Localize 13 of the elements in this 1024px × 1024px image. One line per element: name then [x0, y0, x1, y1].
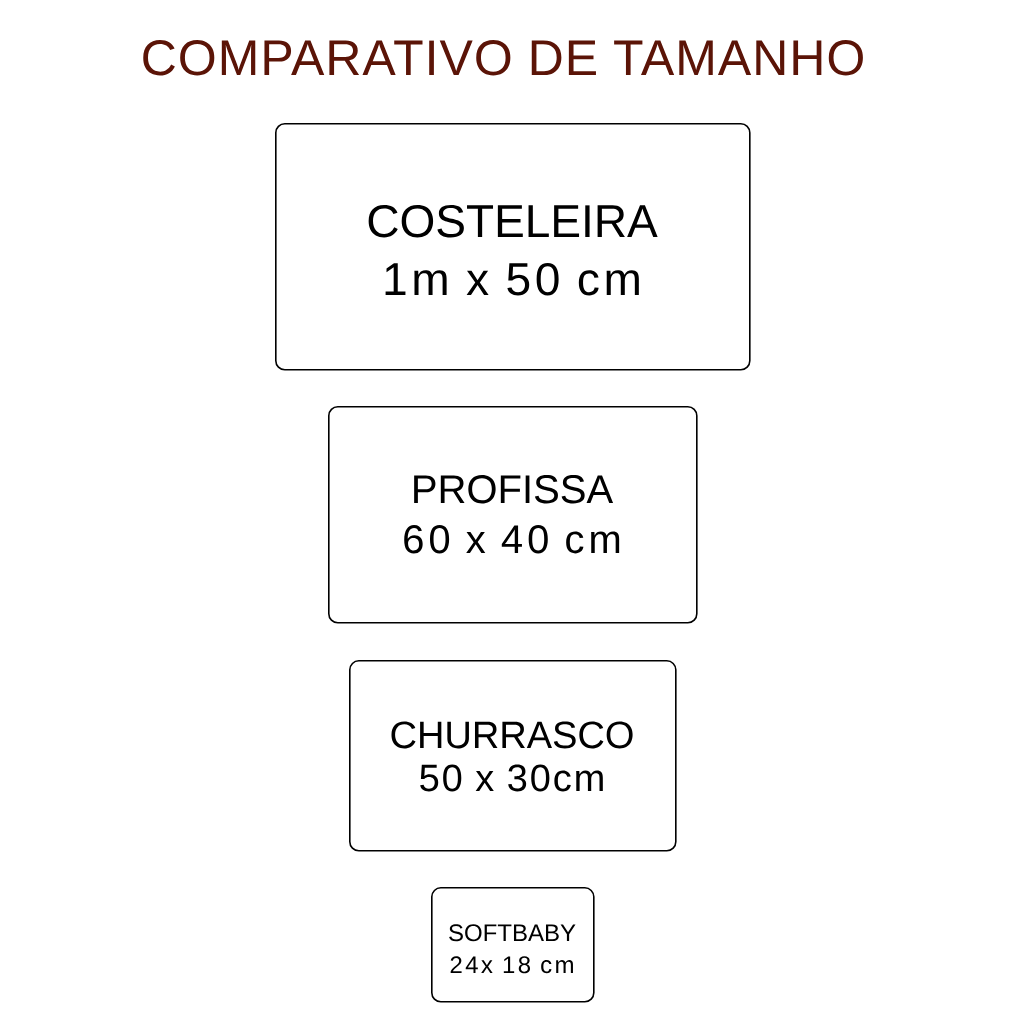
- size-text: 50 x 30cm: [420, 764, 603, 792]
- size-text: 60 x 40 cm: [404, 525, 620, 554]
- size-box: [275, 123, 751, 371]
- board-name: PROFISSA: [414, 475, 614, 504]
- size-box: [431, 887, 595, 1003]
- size-box: [328, 406, 698, 624]
- size-text: 1m x 50 cm: [385, 262, 639, 296]
- size-box: [349, 660, 677, 852]
- board-name: SOFTBABY: [449, 924, 576, 942]
- size-text: 24x 18 cm: [450, 956, 573, 974]
- title: COMPARATIVO DE TAMANHO: [143, 40, 863, 76]
- board-name: CHURRASCO: [391, 721, 633, 749]
- board-name: COSTELEIRA: [368, 204, 658, 238]
